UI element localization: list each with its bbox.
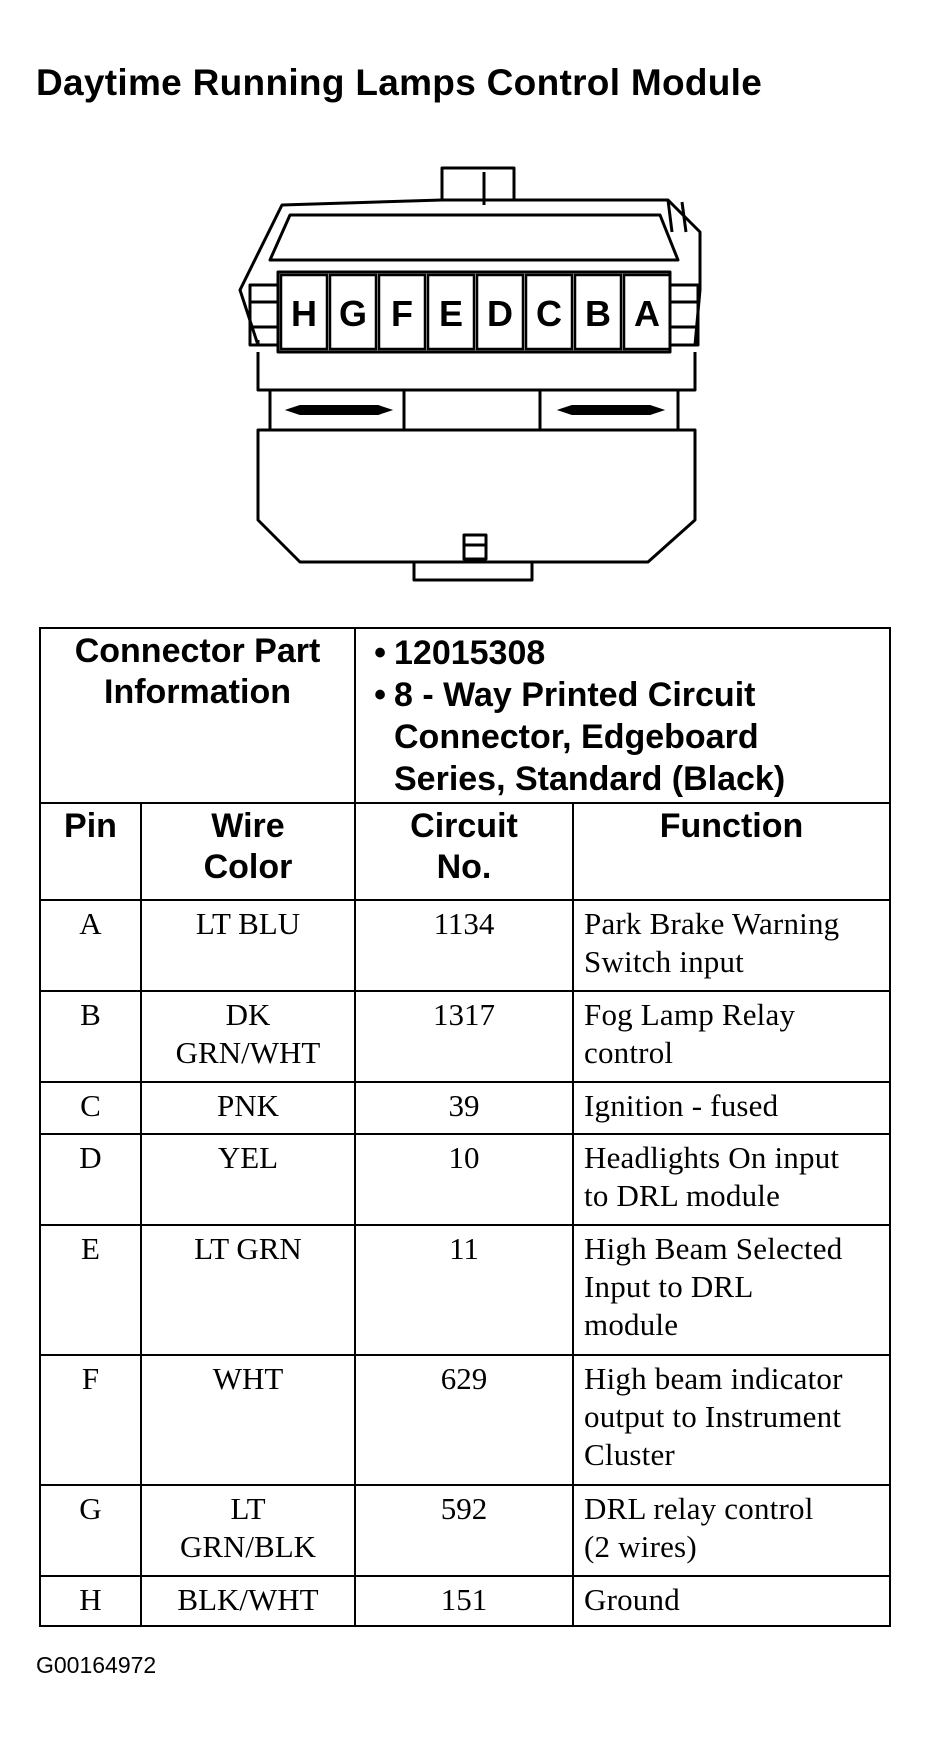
cell-function: DRL relay control (2 wires) bbox=[572, 1484, 891, 1577]
cell-circuit: 592 bbox=[354, 1484, 574, 1577]
pin-cell-C: C bbox=[524, 273, 574, 351]
cell-function: Ignition - fused bbox=[572, 1081, 891, 1135]
description-text: Series, Standard (Black) bbox=[394, 760, 786, 798]
pin-label: C bbox=[536, 293, 562, 334]
cell-wire-color: BLK/WHT bbox=[140, 1575, 356, 1627]
description-line: Connector, Edgeboard bbox=[356, 716, 889, 758]
connector-info-details: • 12015308 • 8 - Way Printed Circuit Con… bbox=[354, 627, 891, 804]
pin-label: H bbox=[291, 293, 317, 334]
table-row: H BLK/WHT 151 Ground bbox=[39, 1575, 891, 1627]
table-row: F WHT 629 High beam indicator output to … bbox=[39, 1354, 891, 1486]
header-circuit-text: Circuit No. bbox=[410, 807, 518, 886]
cell-wire-color: LT GRN bbox=[140, 1224, 356, 1356]
cell-pin: F bbox=[39, 1354, 142, 1486]
cell-circuit: 1317 bbox=[354, 990, 574, 1083]
cell-circuit: 629 bbox=[354, 1354, 574, 1486]
description-line: • 8 - Way Printed Circuit bbox=[356, 674, 889, 716]
header-function-text: Function bbox=[659, 807, 804, 845]
table-header-row: Pin Wire Color Circuit No. Function bbox=[39, 802, 891, 901]
header-wire-color: Wire Color bbox=[140, 802, 356, 901]
cell-pin: D bbox=[39, 1133, 142, 1226]
pin-label: B bbox=[585, 293, 611, 334]
pin-cell-A: A bbox=[622, 273, 672, 351]
cell-pin: A bbox=[39, 899, 142, 992]
pin-label: D bbox=[487, 293, 513, 334]
cell-wire-color: LT BLU bbox=[140, 899, 356, 992]
figure-id: G00164972 bbox=[36, 1652, 157, 1678]
cell-function: High Beam Selected Input to DRL module bbox=[572, 1224, 891, 1356]
header-pin: Pin bbox=[39, 802, 142, 901]
pin-label: G bbox=[339, 293, 367, 334]
pin-cell-F: F bbox=[377, 273, 427, 351]
cell-wire-color: DK GRN/WHT bbox=[140, 990, 356, 1083]
pin-cell-D: D bbox=[475, 273, 525, 351]
cell-wire-color: YEL bbox=[140, 1133, 356, 1226]
cell-pin: G bbox=[39, 1484, 142, 1577]
cell-pin: B bbox=[39, 990, 142, 1083]
pin-cell-H: H bbox=[279, 273, 329, 351]
header-circuit: Circuit No. bbox=[354, 802, 574, 901]
connector-info-label-text: Connector Part Information bbox=[74, 632, 321, 711]
cell-function: Fog Lamp Relay control bbox=[572, 990, 891, 1083]
cell-function: Ground bbox=[572, 1575, 891, 1627]
table-row: D YEL 10 Headlights On input to DRL modu… bbox=[39, 1133, 891, 1226]
cell-pin: C bbox=[39, 1081, 142, 1135]
cell-function: Headlights On input to DRL module bbox=[572, 1133, 891, 1226]
description-text: 8 - Way Printed Circuit bbox=[394, 676, 756, 714]
pin-cell-B: B bbox=[573, 273, 623, 351]
connector-illustration: H G F E D C B A bbox=[238, 166, 702, 582]
table-row: B DK GRN/WHT 1317 Fog Lamp Relay control bbox=[39, 990, 891, 1083]
header-pin-text: Pin bbox=[64, 807, 117, 845]
connector-pins: H G F E D C B A bbox=[279, 273, 672, 351]
description-line: Series, Standard (Black) bbox=[356, 758, 889, 800]
pin-label: E bbox=[439, 293, 463, 334]
connector-info-row: Connector Part Information • 12015308 • … bbox=[39, 627, 891, 804]
pin-label: A bbox=[634, 293, 660, 334]
cell-pin: H bbox=[39, 1575, 142, 1627]
table-row: G LT GRN/BLK 592 DRL relay control (2 wi… bbox=[39, 1484, 891, 1577]
cell-circuit: 151 bbox=[354, 1575, 574, 1627]
header-function: Function bbox=[572, 802, 891, 901]
cell-wire-color: LT GRN/BLK bbox=[140, 1484, 356, 1577]
table-row: C PNK 39 Ignition - fused bbox=[39, 1081, 891, 1135]
cell-wire-color: PNK bbox=[140, 1081, 356, 1135]
cell-function: High beam indicator output to Instrument… bbox=[572, 1354, 891, 1486]
header-wire-color-text: Wire Color bbox=[203, 807, 293, 886]
cell-circuit: 10 bbox=[354, 1133, 574, 1226]
description-text: Connector, Edgeboard bbox=[394, 718, 759, 756]
table-row: E LT GRN 11 High Beam Selected Input to … bbox=[39, 1224, 891, 1356]
pin-label: F bbox=[391, 293, 413, 334]
cell-circuit: 39 bbox=[354, 1081, 574, 1135]
page-title: Daytime Running Lamps Control Module bbox=[36, 62, 763, 103]
cell-pin: E bbox=[39, 1224, 142, 1356]
pin-cell-G: G bbox=[328, 273, 378, 351]
pinout-table: Connector Part Information • 12015308 • … bbox=[39, 627, 891, 1627]
connector-info-label: Connector Part Information bbox=[39, 627, 356, 804]
cell-circuit: 1134 bbox=[354, 899, 574, 992]
bullet-icon: • bbox=[374, 634, 386, 672]
cell-function: Park Brake Warning Switch input bbox=[572, 899, 891, 992]
part-number: 12015308 bbox=[394, 634, 546, 672]
pin-cell-E: E bbox=[426, 273, 476, 351]
cell-circuit: 11 bbox=[354, 1224, 574, 1356]
cell-wire-color: WHT bbox=[140, 1354, 356, 1486]
table-row: A LT BLU 1134 Park Brake Warning Switch … bbox=[39, 899, 891, 992]
bullet-icon: • bbox=[374, 676, 386, 714]
part-number-line: • 12015308 bbox=[356, 632, 889, 674]
